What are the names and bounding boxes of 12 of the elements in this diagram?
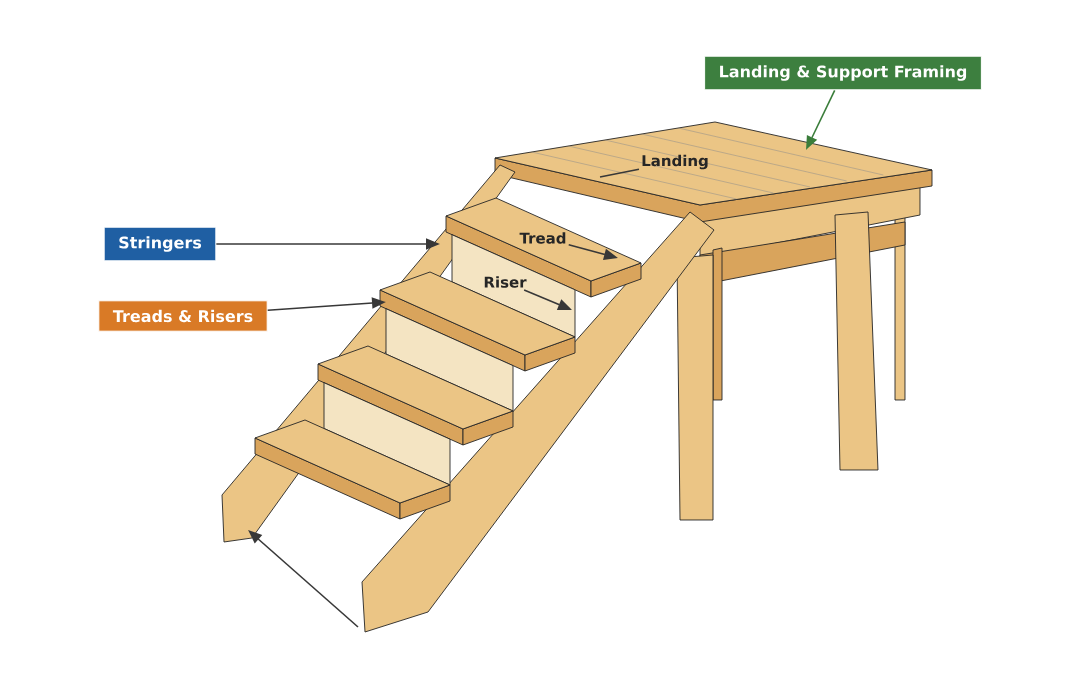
part-label: Landing [642, 154, 708, 170]
riser-panel [451, 234, 576, 338]
label-box: Treads & Risers [98, 300, 268, 332]
arrow [248, 530, 359, 628]
label-box: Stringers [103, 226, 217, 262]
stair-tread [445, 197, 642, 298]
stair-tread [379, 271, 576, 372]
part-label: Riser [484, 276, 527, 288]
leader-line [599, 168, 640, 178]
part-label: Tread [519, 232, 566, 244]
label-box: Landing & Support Framing [704, 55, 982, 91]
landing-deck [494, 121, 933, 223]
